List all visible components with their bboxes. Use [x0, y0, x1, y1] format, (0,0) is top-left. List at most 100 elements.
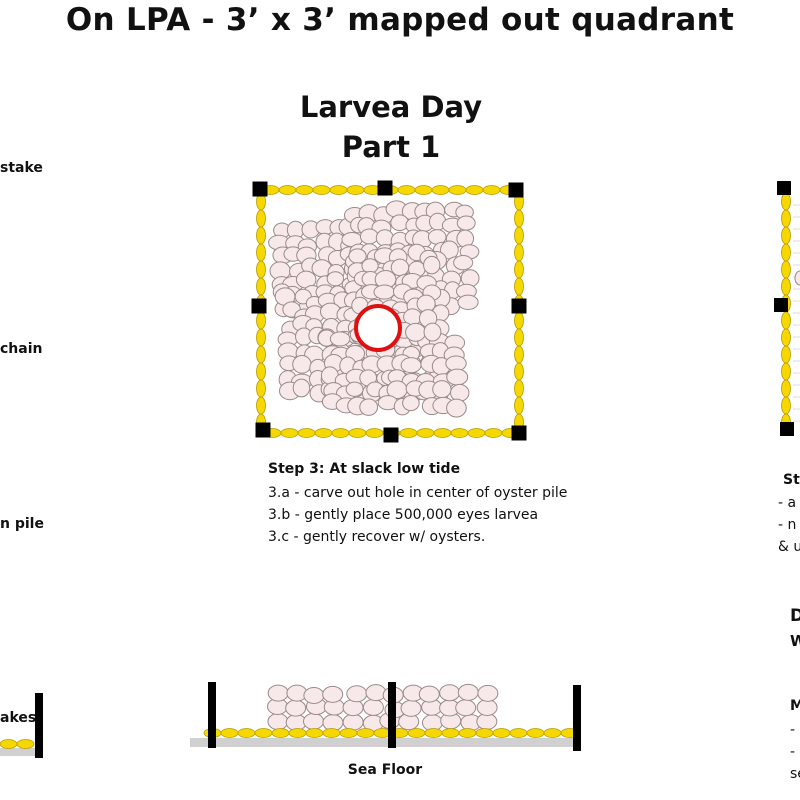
side-chain: [458, 728, 477, 738]
chain-right: [514, 396, 524, 415]
right-fragment-se: se: [790, 766, 800, 782]
oyster: [285, 699, 307, 717]
side-view-diagram: [190, 682, 581, 751]
page-title: On LPA - 3’ x 3’ mapped out quadrant: [65, 2, 735, 38]
chain-bottom: [484, 428, 503, 438]
chain-left: [256, 209, 266, 228]
oyster: [359, 398, 379, 416]
side-chain: [441, 728, 460, 738]
side-chain: [288, 728, 307, 738]
oyster: [292, 354, 312, 374]
oyster: [457, 683, 479, 701]
oyster: [342, 699, 364, 717]
chain-top: [295, 185, 314, 195]
chain-left: [256, 362, 266, 381]
oyster: [390, 258, 410, 277]
right-chain-left: [781, 379, 791, 398]
side-chain: [424, 728, 443, 738]
side-chain: [526, 728, 545, 738]
oyster: [456, 215, 476, 231]
quadrant-stakes: [251, 180, 527, 443]
right-chain-left: [781, 345, 791, 364]
oyster: [405, 322, 427, 342]
oyster: [476, 698, 498, 716]
oyster: [390, 214, 410, 232]
chain-top: [346, 185, 365, 195]
stake-marker: [251, 298, 267, 314]
right-fragment-dash2: -: [790, 744, 796, 760]
oyster: [303, 687, 325, 705]
stake-marker: [774, 298, 788, 312]
side-chain: [475, 728, 494, 738]
right-chain-left: [781, 277, 791, 296]
right-chain-left: [781, 311, 791, 330]
stake-marker: [377, 180, 393, 196]
right-chain-left: [781, 260, 791, 279]
left-sea-floor: [0, 748, 40, 756]
right-chain-left: [781, 328, 791, 347]
right-heading-fragment-d: D: [790, 606, 800, 626]
oyster: [400, 357, 422, 374]
chain-right: [514, 362, 524, 381]
left-label-stakes: akes: [0, 710, 37, 726]
panel-heading-line1: Larvea Day: [299, 90, 483, 124]
chain-right: [514, 260, 524, 279]
chain-left: [256, 379, 266, 398]
chain-top: [278, 185, 297, 195]
chain-top: [329, 185, 348, 195]
chain-left: [256, 396, 266, 415]
chain-bottom: [433, 428, 452, 438]
oyster: [326, 271, 345, 287]
step-line-c: 3.c - gently recover w/ oysters.: [268, 529, 486, 545]
oyster: [439, 684, 461, 702]
stake-marker: [383, 427, 399, 443]
oyster: [453, 255, 474, 271]
stake-marker: [255, 422, 271, 438]
oyster: [446, 368, 469, 386]
left-label-stake: stake: [0, 160, 43, 176]
chain-right: [514, 345, 524, 364]
oyster: [375, 229, 394, 247]
oyster: [794, 270, 800, 286]
chain-bottom: [297, 428, 316, 438]
left-chain: [16, 739, 35, 749]
left-label-pile: n pile: [0, 516, 44, 532]
right-line-fragment-1: - a: [778, 495, 797, 511]
side-chain: [492, 728, 511, 738]
chain-right: [514, 328, 524, 347]
stake-marker: [511, 298, 527, 314]
chain-right: [514, 277, 524, 296]
side-chain: [339, 728, 358, 738]
chain-left: [256, 277, 266, 296]
oyster: [455, 699, 477, 717]
chain-left: [256, 311, 266, 330]
right-chain-left: [781, 192, 791, 211]
sea-floor-label: Sea Floor: [347, 762, 423, 778]
side-chain: [305, 728, 324, 738]
oyster: [402, 395, 420, 412]
step-heading: Step 3: At slack low tide: [268, 461, 461, 477]
stake-marker: [252, 181, 268, 197]
chain-right: [514, 311, 524, 330]
oyster: [345, 381, 364, 397]
oyster: [400, 699, 422, 717]
oyster: [267, 713, 289, 731]
oyster-pile-top-view: [268, 200, 480, 418]
side-chain: [322, 728, 341, 738]
right-chain-left: [781, 209, 791, 228]
oyster: [359, 228, 379, 245]
left-side-partial: [0, 693, 43, 758]
right-fragment-dash1: -: [790, 722, 796, 738]
oyster: [446, 398, 467, 418]
chain-top: [312, 185, 331, 195]
left-label-chain: chain: [0, 341, 43, 357]
side-chain: [356, 728, 375, 738]
chain-left: [256, 260, 266, 279]
chain-top: [397, 185, 416, 195]
oyster: [346, 685, 368, 703]
chain-top: [431, 185, 450, 195]
side-chain: [509, 728, 528, 738]
side-chain: [543, 728, 562, 738]
chain-top: [414, 185, 433, 195]
